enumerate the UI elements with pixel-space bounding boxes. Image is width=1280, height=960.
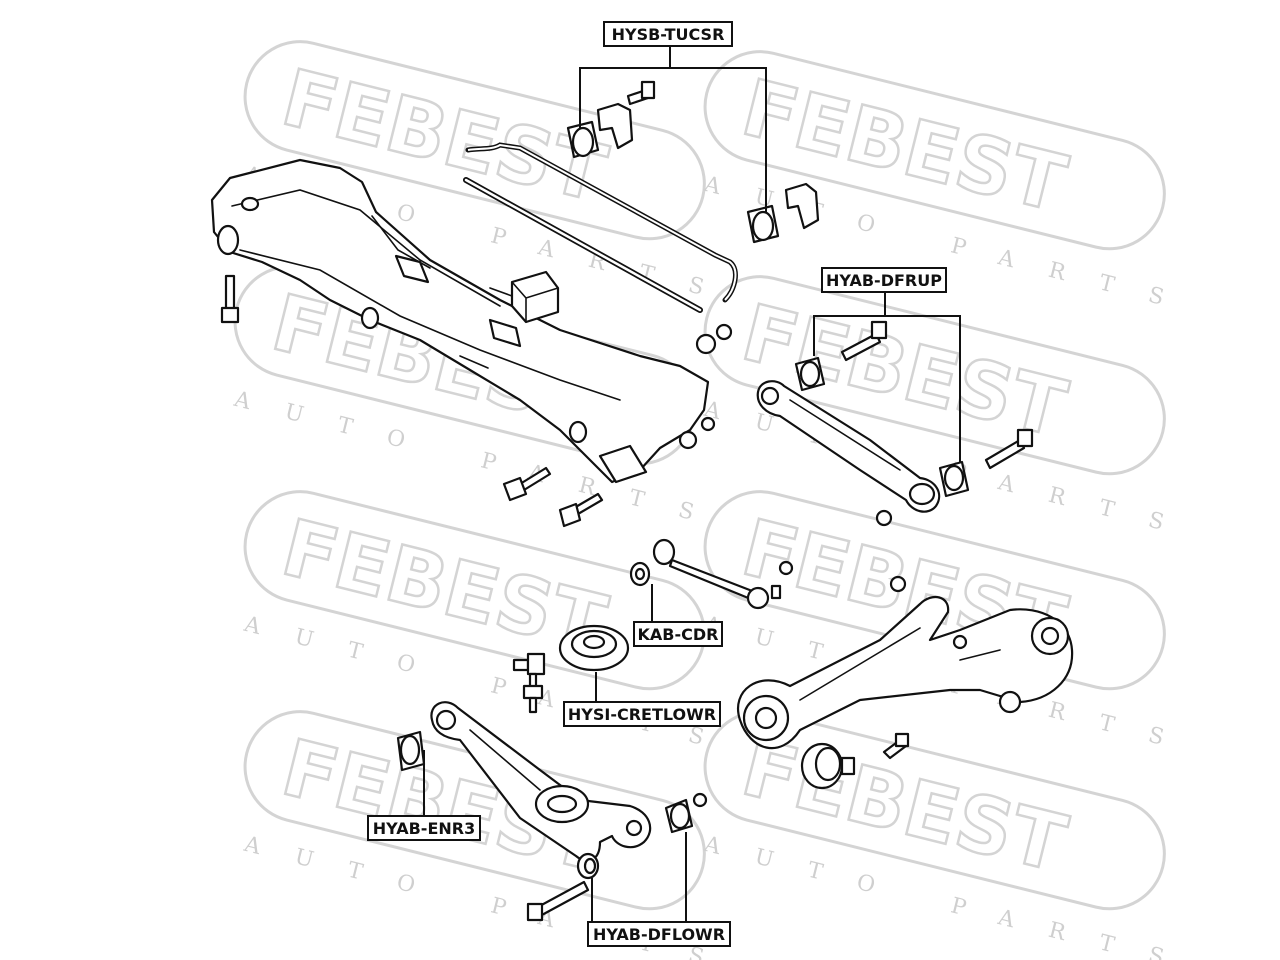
- stabilizer-clamp-right: [784, 182, 820, 230]
- control-rod-bushing: [629, 561, 651, 587]
- lower-arm-bushing-left: [396, 730, 426, 772]
- label-kab-cdr-text: KAB-CDR: [638, 625, 719, 644]
- subframe-bushing-small: [678, 416, 716, 450]
- label-hysi-cretlowr-text: HYSI-CRETLOWR: [568, 705, 716, 724]
- upper-arm-bolt-2: [984, 428, 1034, 470]
- bumper-block: [489, 270, 560, 324]
- watermark-frame: [703, 50, 1166, 251]
- leader-hyab-dfrup: [813, 292, 961, 462]
- link-nut-1: [695, 333, 717, 355]
- link-nut-2: [715, 323, 733, 341]
- subframe-bolt-1: [502, 466, 552, 502]
- label-hyab-enr3: HYAB-ENR3: [367, 815, 481, 841]
- leader-hysb: [579, 46, 767, 212]
- label-hysb-tucsr-text: HYSB-TUCSR: [612, 25, 725, 44]
- trailing-arm-knuckle: [737, 595, 1074, 750]
- rear-subframe: [210, 158, 710, 484]
- lower-arm-bolt-long: [526, 880, 590, 922]
- stabilizer-clamp-left: [596, 102, 634, 150]
- label-hyab-dfrup: HYAB-DFRUP: [821, 267, 947, 293]
- trailing-arm-bushing: [800, 742, 856, 790]
- clamp-bolt-left: [626, 80, 656, 106]
- lower-control-arm: [430, 701, 652, 862]
- watermark-frame: [243, 40, 706, 241]
- control-rod-nut: [778, 560, 794, 576]
- watermark-frame: [243, 490, 706, 691]
- subframe-bolt-2: [558, 492, 604, 528]
- subframe-bolt-left: [220, 274, 240, 324]
- lower-arm-bushing-bottom: [576, 852, 600, 880]
- upper-arm-bushing-1: [794, 356, 826, 392]
- upper-control-arm: [756, 380, 941, 513]
- stabilizer-link: [512, 652, 546, 714]
- label-hyab-dflowr: HYAB-DFLOWR: [587, 921, 731, 947]
- spring-seat: [558, 624, 630, 672]
- trailing-arm-bolt: [882, 732, 910, 760]
- control-rod: [652, 538, 782, 610]
- lower-arm-bushing-right: [664, 792, 708, 834]
- label-hyab-dfrup-text: HYAB-DFRUP: [826, 271, 942, 290]
- stabilizer-bar: [463, 142, 738, 313]
- label-hysi-cretlowr: HYSI-CRETLOWR: [563, 701, 721, 727]
- watermark-frame: [703, 275, 1166, 476]
- leader-hyab-dflowr: [591, 832, 687, 922]
- stabilizer-bushing-left: [566, 120, 600, 159]
- label-hysb-tucsr: HYSB-TUCSR: [603, 21, 733, 47]
- upper-arm-nut: [875, 509, 893, 527]
- label-hyab-enr3-text: HYAB-ENR3: [373, 819, 475, 838]
- stabilizer-bushing-right: [746, 204, 780, 244]
- label-hyab-dflowr-text: HYAB-DFLOWR: [593, 925, 725, 944]
- upper-arm-bolt-1: [840, 320, 888, 362]
- watermark-frame: [703, 710, 1166, 911]
- knuckle-nut: [889, 575, 907, 593]
- label-kab-cdr: KAB-CDR: [633, 621, 723, 647]
- upper-arm-bushing-2: [938, 460, 970, 498]
